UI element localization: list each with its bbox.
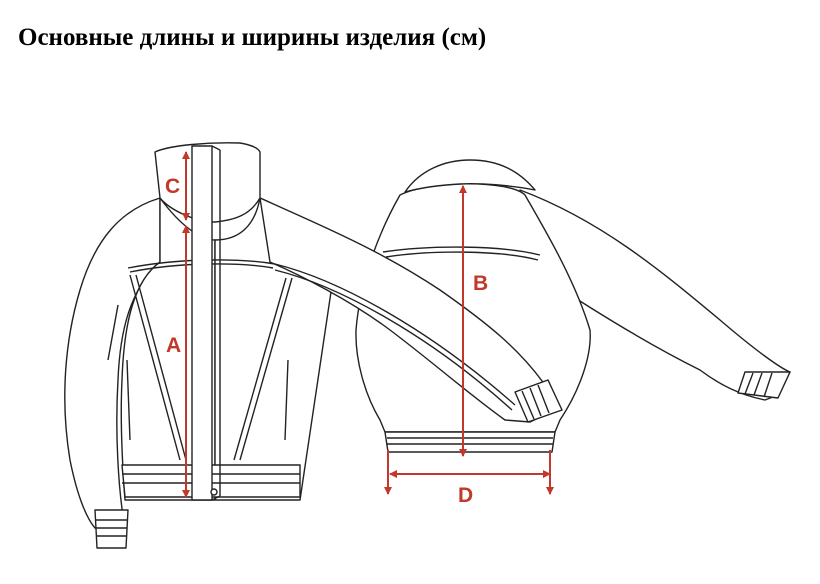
measurement-lines — [182, 151, 554, 498]
measure-c-label: C — [165, 175, 180, 198]
front-left-sleeve — [64, 197, 161, 529]
front-left-cuff — [94, 509, 129, 549]
front-right-cuff — [514, 379, 563, 423]
jacket-front-view — [64, 142, 563, 549]
back-collar — [404, 159, 536, 193]
zipper-pull — [210, 488, 218, 496]
back-right-cuff — [737, 371, 791, 399]
page-title: Основные длины и ширины изделия (см) — [18, 24, 487, 51]
measure-d-label: D — [458, 484, 473, 507]
measure-a-label: A — [166, 334, 181, 357]
measure-b-label: B — [473, 272, 488, 295]
back-waistband — [384, 431, 556, 453]
zipper-placket — [191, 145, 213, 501]
